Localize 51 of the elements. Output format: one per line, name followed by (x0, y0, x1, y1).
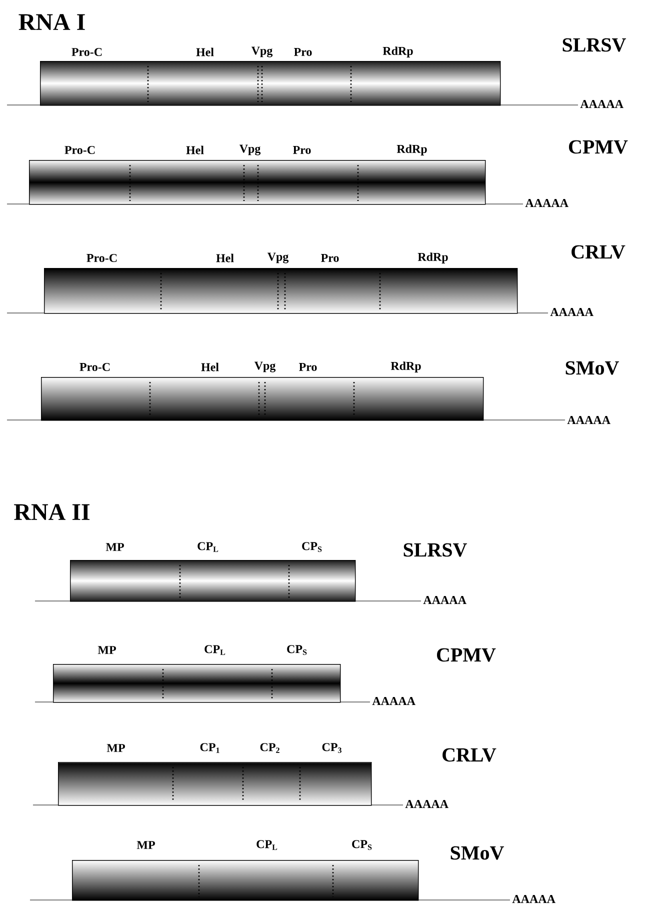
poly-a-tail: AAAAA (550, 308, 594, 316)
domain-label: MP (106, 543, 124, 551)
virus-name: CPMV (436, 648, 496, 662)
domain-label: RdRp (418, 252, 448, 264)
domain-label: RdRp (396, 144, 427, 156)
section-title: RNA II (14, 504, 90, 520)
domain-label: Pro-C (64, 146, 95, 154)
domain-label: CP$_{1}$ (200, 743, 220, 753)
poly-a-tail: AAAAA (567, 416, 610, 424)
domain-label: Pro (292, 146, 311, 154)
virus-name: CPMV (568, 140, 628, 154)
section-title: RNA I (18, 14, 85, 30)
domain-label: CP$_{S}$ (352, 840, 372, 850)
domain-label: CP$_{S}$ (302, 542, 322, 552)
virus-name: CRLV (442, 748, 496, 762)
domain-label: Pro-C (72, 48, 102, 56)
domain-label: CP$_{3}$ (322, 743, 342, 753)
poly-a-tail: AAAAA (512, 895, 556, 903)
domain-label: CP$_{2}$ (260, 743, 280, 753)
domain-label: CP$_{S}$ (287, 645, 307, 655)
domain-label: Hel (201, 362, 219, 372)
poly-a-tail: AAAAA (405, 800, 448, 808)
poly-a-tail: AAAAA (580, 100, 624, 108)
poly-a-tail: AAAAA (423, 596, 466, 604)
virus-name: SMoV (450, 846, 504, 860)
domain-label: CP$_{L}$ (204, 645, 226, 655)
domain-label: Hel (196, 48, 214, 56)
domain-label: Hel (216, 254, 234, 262)
domain-label: Vpg (254, 362, 276, 372)
domain-label: Pro-C (80, 362, 110, 372)
domain-label: CP$_{L}$ (198, 542, 218, 552)
domain-label: RdRp (390, 362, 421, 372)
virus-name: SLRSV (404, 543, 467, 557)
domain-label: MP (136, 841, 155, 849)
domain-label: Pro (294, 48, 312, 56)
virus-name: SLRSV (562, 38, 626, 52)
virus-name: SMoV (566, 361, 619, 375)
domain-label: Vpg (251, 46, 273, 58)
virus-name: CRLV (572, 245, 626, 259)
poly-a-tail: AAAAA (372, 697, 416, 705)
domain-label: CP$_{L}$ (256, 840, 278, 850)
poly-a-tail: AAAAA (525, 199, 568, 207)
domain-label: Pro (320, 254, 339, 262)
domain-label: MP (98, 646, 116, 654)
domain-label: Vpg (239, 144, 261, 156)
domain-label: MP (106, 744, 125, 752)
domain-label: Hel (186, 146, 204, 154)
domain-label: RdRp (382, 46, 413, 58)
domain-label: Vpg (267, 252, 289, 264)
domain-label: Pro-C (86, 254, 117, 262)
domain-label: Pro (298, 363, 317, 371)
